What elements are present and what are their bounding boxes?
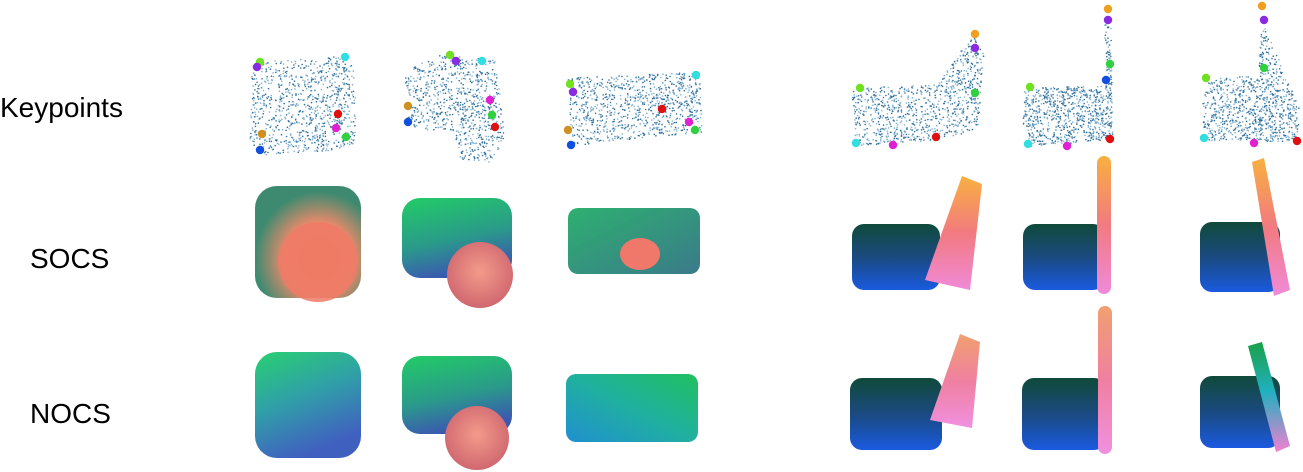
keypoint-amber xyxy=(257,129,267,139)
keypoint-amber xyxy=(403,101,413,111)
cloud-mug-front xyxy=(249,56,357,156)
keypoint-green xyxy=(1105,59,1115,69)
keypoint-clouds xyxy=(249,18,1300,163)
socs-mug-front xyxy=(255,186,361,302)
keypoint-green xyxy=(970,88,980,98)
nocs-mug-front xyxy=(255,352,361,458)
keypoint-lime xyxy=(1201,73,1211,83)
keypoint-blue xyxy=(403,117,413,127)
socs-laptop-b xyxy=(1023,156,1111,294)
keypoint-red xyxy=(1292,136,1302,146)
row-label-socs: SOCS xyxy=(30,243,110,274)
keypoint-red xyxy=(1105,134,1115,144)
keypoint-blue xyxy=(566,140,576,150)
cloud-laptop-a xyxy=(852,35,985,146)
nocs-laptop-b xyxy=(1022,306,1112,454)
keypoint-red xyxy=(931,132,941,142)
keypoint-green xyxy=(1259,63,1269,73)
nocs-laptop-a xyxy=(850,334,980,450)
keypoint-cyan xyxy=(1199,133,1209,143)
keypoint-lime xyxy=(1025,82,1035,92)
keypoint-cyan xyxy=(477,56,487,66)
cloud-mug-side xyxy=(405,55,505,163)
socs-mug-side xyxy=(402,198,513,308)
keypoint-cyan xyxy=(851,138,861,148)
cloud-can xyxy=(567,72,703,146)
keypoint-orange xyxy=(1103,4,1113,14)
keypoint-magenta xyxy=(1249,138,1259,148)
keypoint-lime xyxy=(855,83,865,93)
kp-mug-front xyxy=(252,52,351,155)
socs-laptop-a xyxy=(852,176,982,290)
keypoint-red xyxy=(657,104,667,114)
socs-laptop-c xyxy=(1200,158,1290,296)
keypoint-red xyxy=(490,122,500,132)
keypoint-orange xyxy=(970,29,980,39)
keypoint-lime xyxy=(445,50,455,60)
keypoint-green xyxy=(690,125,700,135)
keypoint-purple xyxy=(568,87,578,97)
keypoint-green xyxy=(341,132,351,142)
kp-laptop-a xyxy=(851,29,980,150)
kp-can xyxy=(563,70,701,150)
coordinate-renders xyxy=(255,156,1290,470)
nocs-laptop-c xyxy=(1200,342,1290,452)
keypoint-magenta xyxy=(684,117,694,127)
nocs-can xyxy=(566,374,698,442)
keypoint-amber xyxy=(563,125,573,135)
keypoint-markers xyxy=(252,1,1302,155)
socs-can xyxy=(568,208,700,274)
kp-laptop-c xyxy=(1199,1,1302,148)
keypoint-red xyxy=(333,109,343,119)
kp-laptop-b xyxy=(1023,4,1115,151)
keypoint-purple xyxy=(1259,15,1269,25)
row-label-keypoints: Keypoints xyxy=(0,92,123,123)
keypoint-blue xyxy=(255,145,265,155)
keypoint-blue xyxy=(1101,75,1111,85)
keypoint-purple xyxy=(970,43,980,53)
row-label-nocs: NOCS xyxy=(30,398,111,429)
keypoint-purple xyxy=(451,56,461,66)
keypoint-green xyxy=(487,110,497,120)
keypoint-cyan xyxy=(340,52,350,62)
keypoint-cyan xyxy=(1023,139,1033,149)
keypoint-lime xyxy=(565,79,575,89)
cloud-laptop-c xyxy=(1202,28,1300,143)
keypoint-purple xyxy=(252,62,262,72)
keypoint-purple xyxy=(1103,15,1113,25)
cloud-laptop-b xyxy=(1022,85,1107,147)
keypoint-cyan xyxy=(691,70,701,80)
keypoint-orange xyxy=(1257,1,1267,11)
keypoint-magenta xyxy=(331,123,341,133)
nocs-mug-side xyxy=(402,356,512,470)
kp-mug-side xyxy=(403,50,500,132)
keypoint-magenta xyxy=(485,95,495,105)
keypoint-magenta xyxy=(888,140,898,150)
keypoint-magenta xyxy=(1062,141,1072,151)
